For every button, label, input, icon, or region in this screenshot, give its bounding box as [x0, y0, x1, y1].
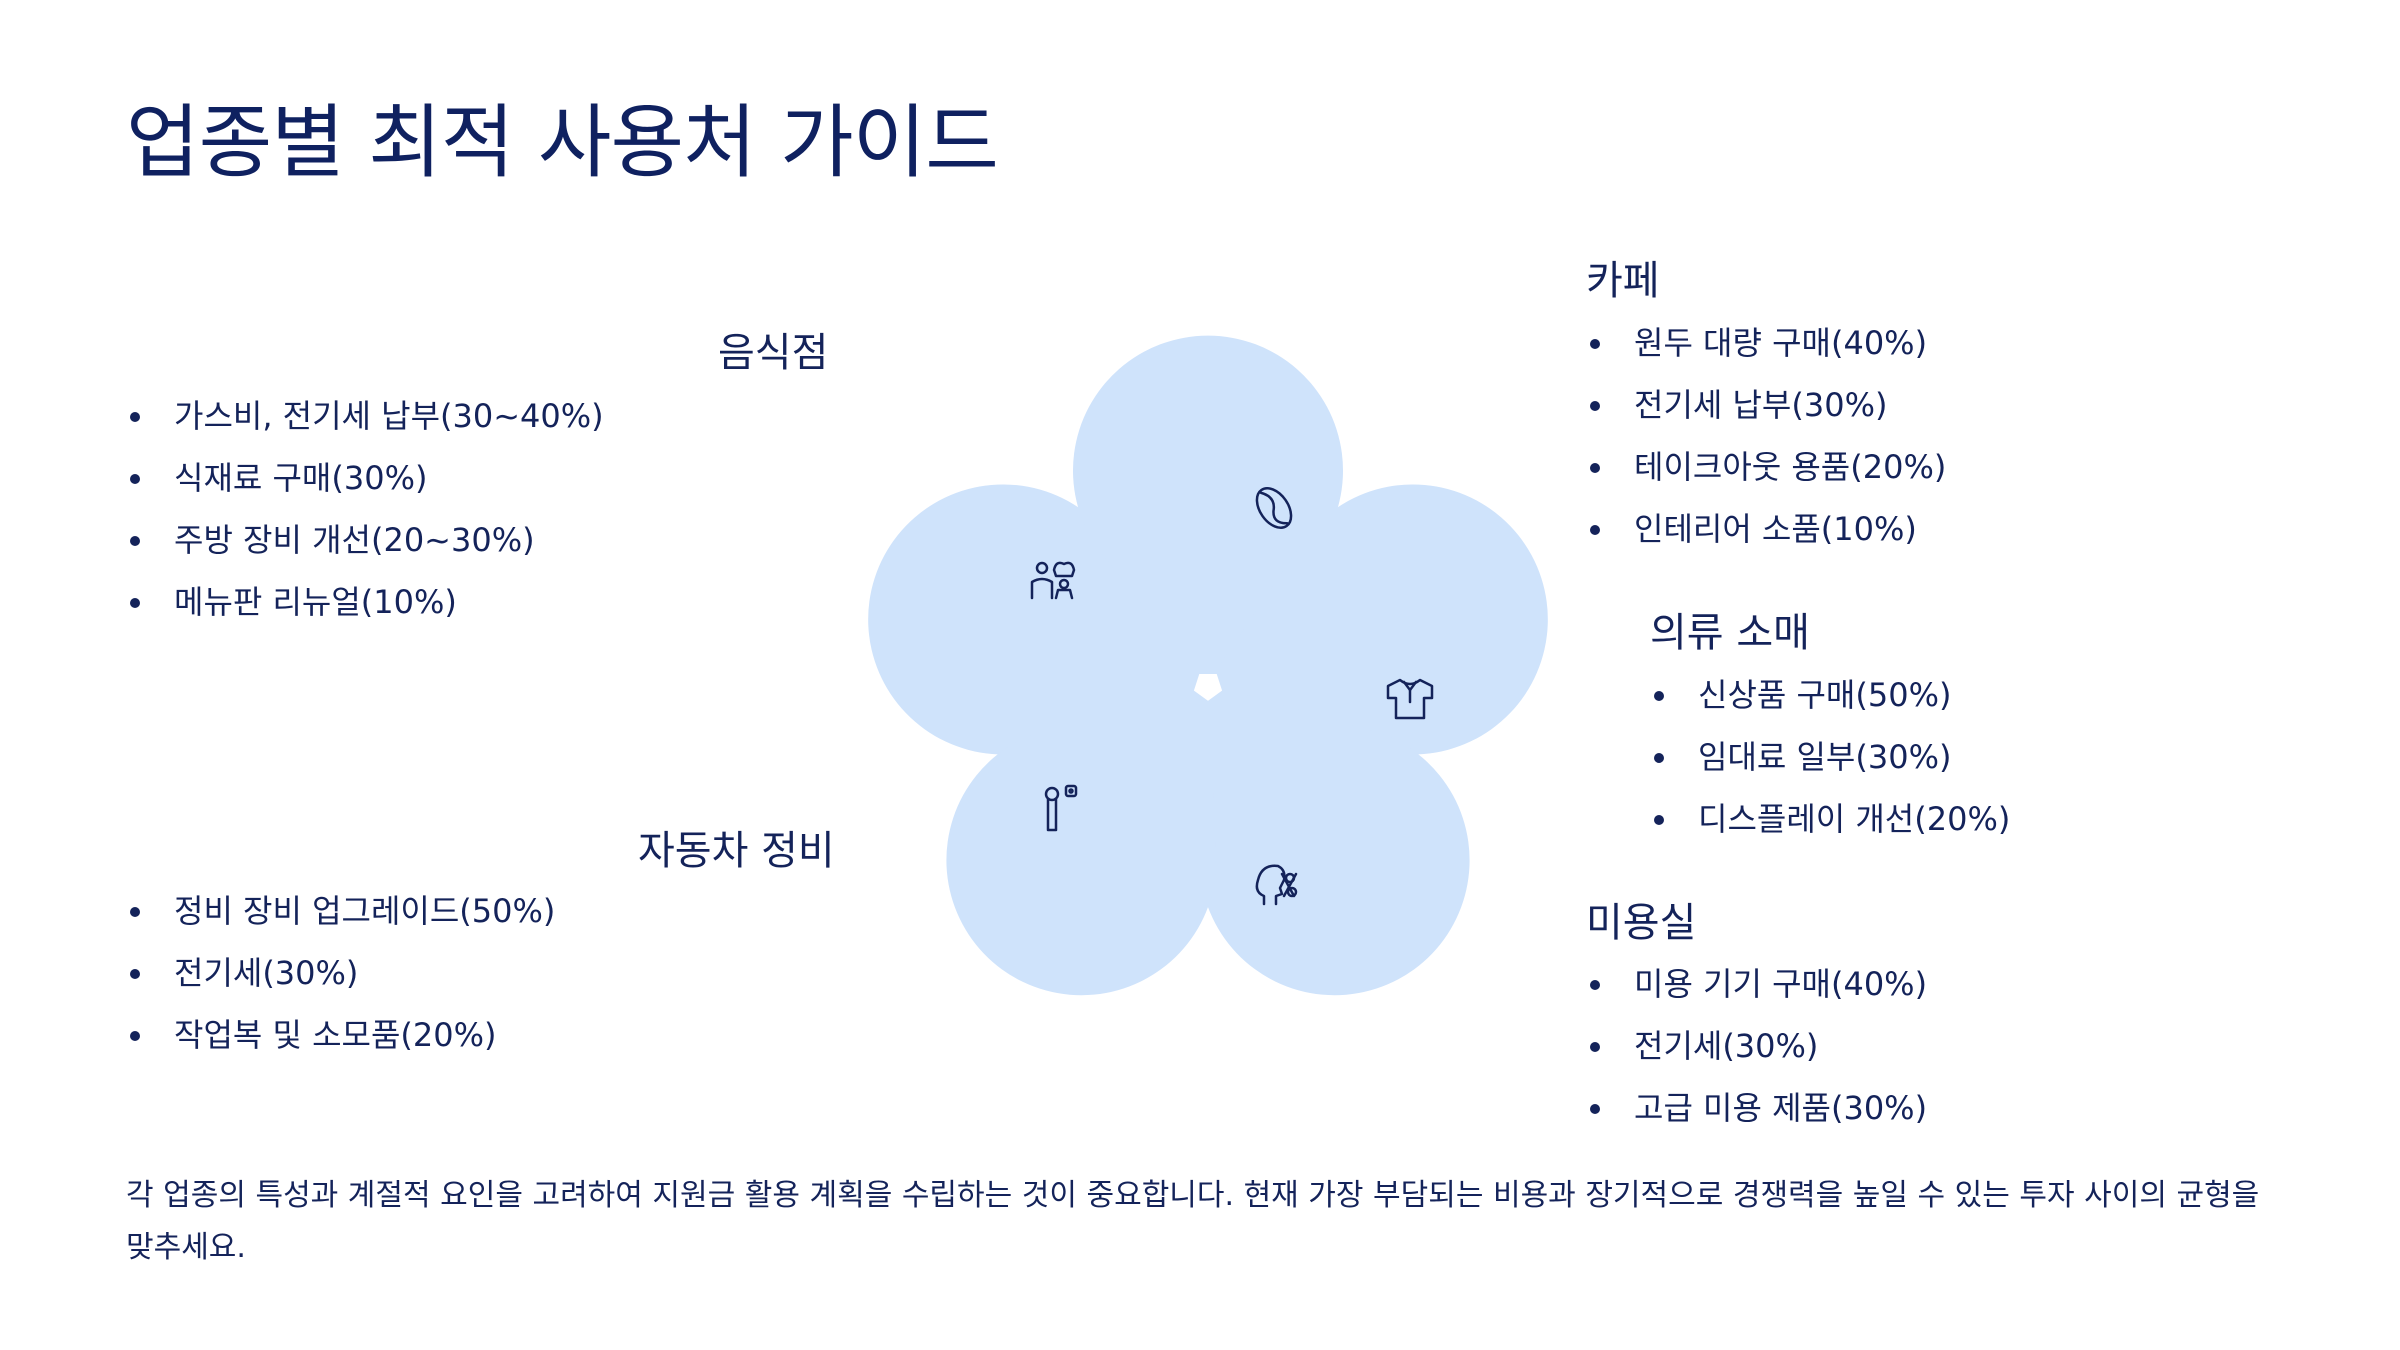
apparel-heading: 의류 소매	[1650, 610, 1810, 656]
coffee-bean-icon	[1255, 487, 1293, 529]
list-item: 신상품 구매(50%)	[1650, 664, 2010, 726]
footer-note: 각 업종의 특성과 계절적 요인을 고려하여 지원금 활용 계획을 수립하는 것…	[126, 1178, 2260, 1265]
auto-repair-list: 정비 장비 업그레이드(50%) 전기세(30%) 작업복 및 소모품(20%)	[126, 880, 555, 1066]
shirt-icon	[1386, 678, 1434, 720]
petal-auto-repair	[946, 688, 1217, 996]
list-item: 인테리어 소품(10%)	[1586, 498, 1946, 560]
chef-icon	[1030, 561, 1076, 600]
list-item: 디스플레이 개선(20%)	[1650, 788, 2010, 850]
list-item: 전기세 납부(30%)	[1586, 374, 1946, 436]
petal-salon	[1199, 688, 1470, 996]
list-item: 원두 대량 구매(40%)	[1586, 312, 1946, 374]
cafe-list: 원두 대량 구매(40%) 전기세 납부(30%) 테이크아웃 용품(20%) …	[1586, 312, 1946, 560]
list-item: 전기세(30%)	[126, 942, 555, 1004]
page-title: 업종별 최적 사용처 가이드	[126, 96, 999, 189]
petal-shape	[1199, 688, 1470, 996]
haircut-icon	[1255, 864, 1298, 906]
list-item: 미용 기기 구매(40%)	[1586, 953, 1927, 1015]
list-item: 식재료 구매(30%)	[126, 447, 604, 509]
list-item: 고급 미용 제품(30%)	[1586, 1077, 1927, 1139]
restaurant-list: 가스비, 전기세 납부(30~40%) 식재료 구매(30%) 주방 장비 개선…	[126, 385, 604, 633]
list-item: 전기세(30%)	[1586, 1015, 1927, 1077]
list-item: 메뉴판 리뉴얼(10%)	[126, 571, 604, 633]
apparel-list: 신상품 구매(50%) 임대료 일부(30%) 디스플레이 개선(20%)	[1650, 664, 2010, 850]
list-item: 임대료 일부(30%)	[1650, 726, 2010, 788]
petal-shape	[946, 688, 1217, 996]
auto-repair-heading: 자동차 정비	[638, 828, 835, 874]
cafe-heading: 카페	[1586, 258, 1660, 304]
restaurant-heading: 음식점	[718, 330, 829, 376]
wrench-icon	[1044, 784, 1078, 832]
salon-heading: 미용실	[1586, 900, 1697, 946]
list-item: 주방 장비 개선(20~30%)	[126, 509, 604, 571]
salon-list: 미용 기기 구매(40%) 전기세(30%) 고급 미용 제품(30%)	[1586, 953, 1927, 1139]
petal-shape	[1215, 484, 1548, 755]
list-item: 정비 장비 업그레이드(50%)	[126, 880, 555, 942]
list-item: 테이크아웃 용품(20%)	[1586, 436, 1946, 498]
list-item: 가스비, 전기세 납부(30~40%)	[126, 385, 604, 447]
list-item: 작업복 및 소모품(20%)	[126, 1004, 555, 1066]
petal-apparel	[1215, 484, 1548, 755]
